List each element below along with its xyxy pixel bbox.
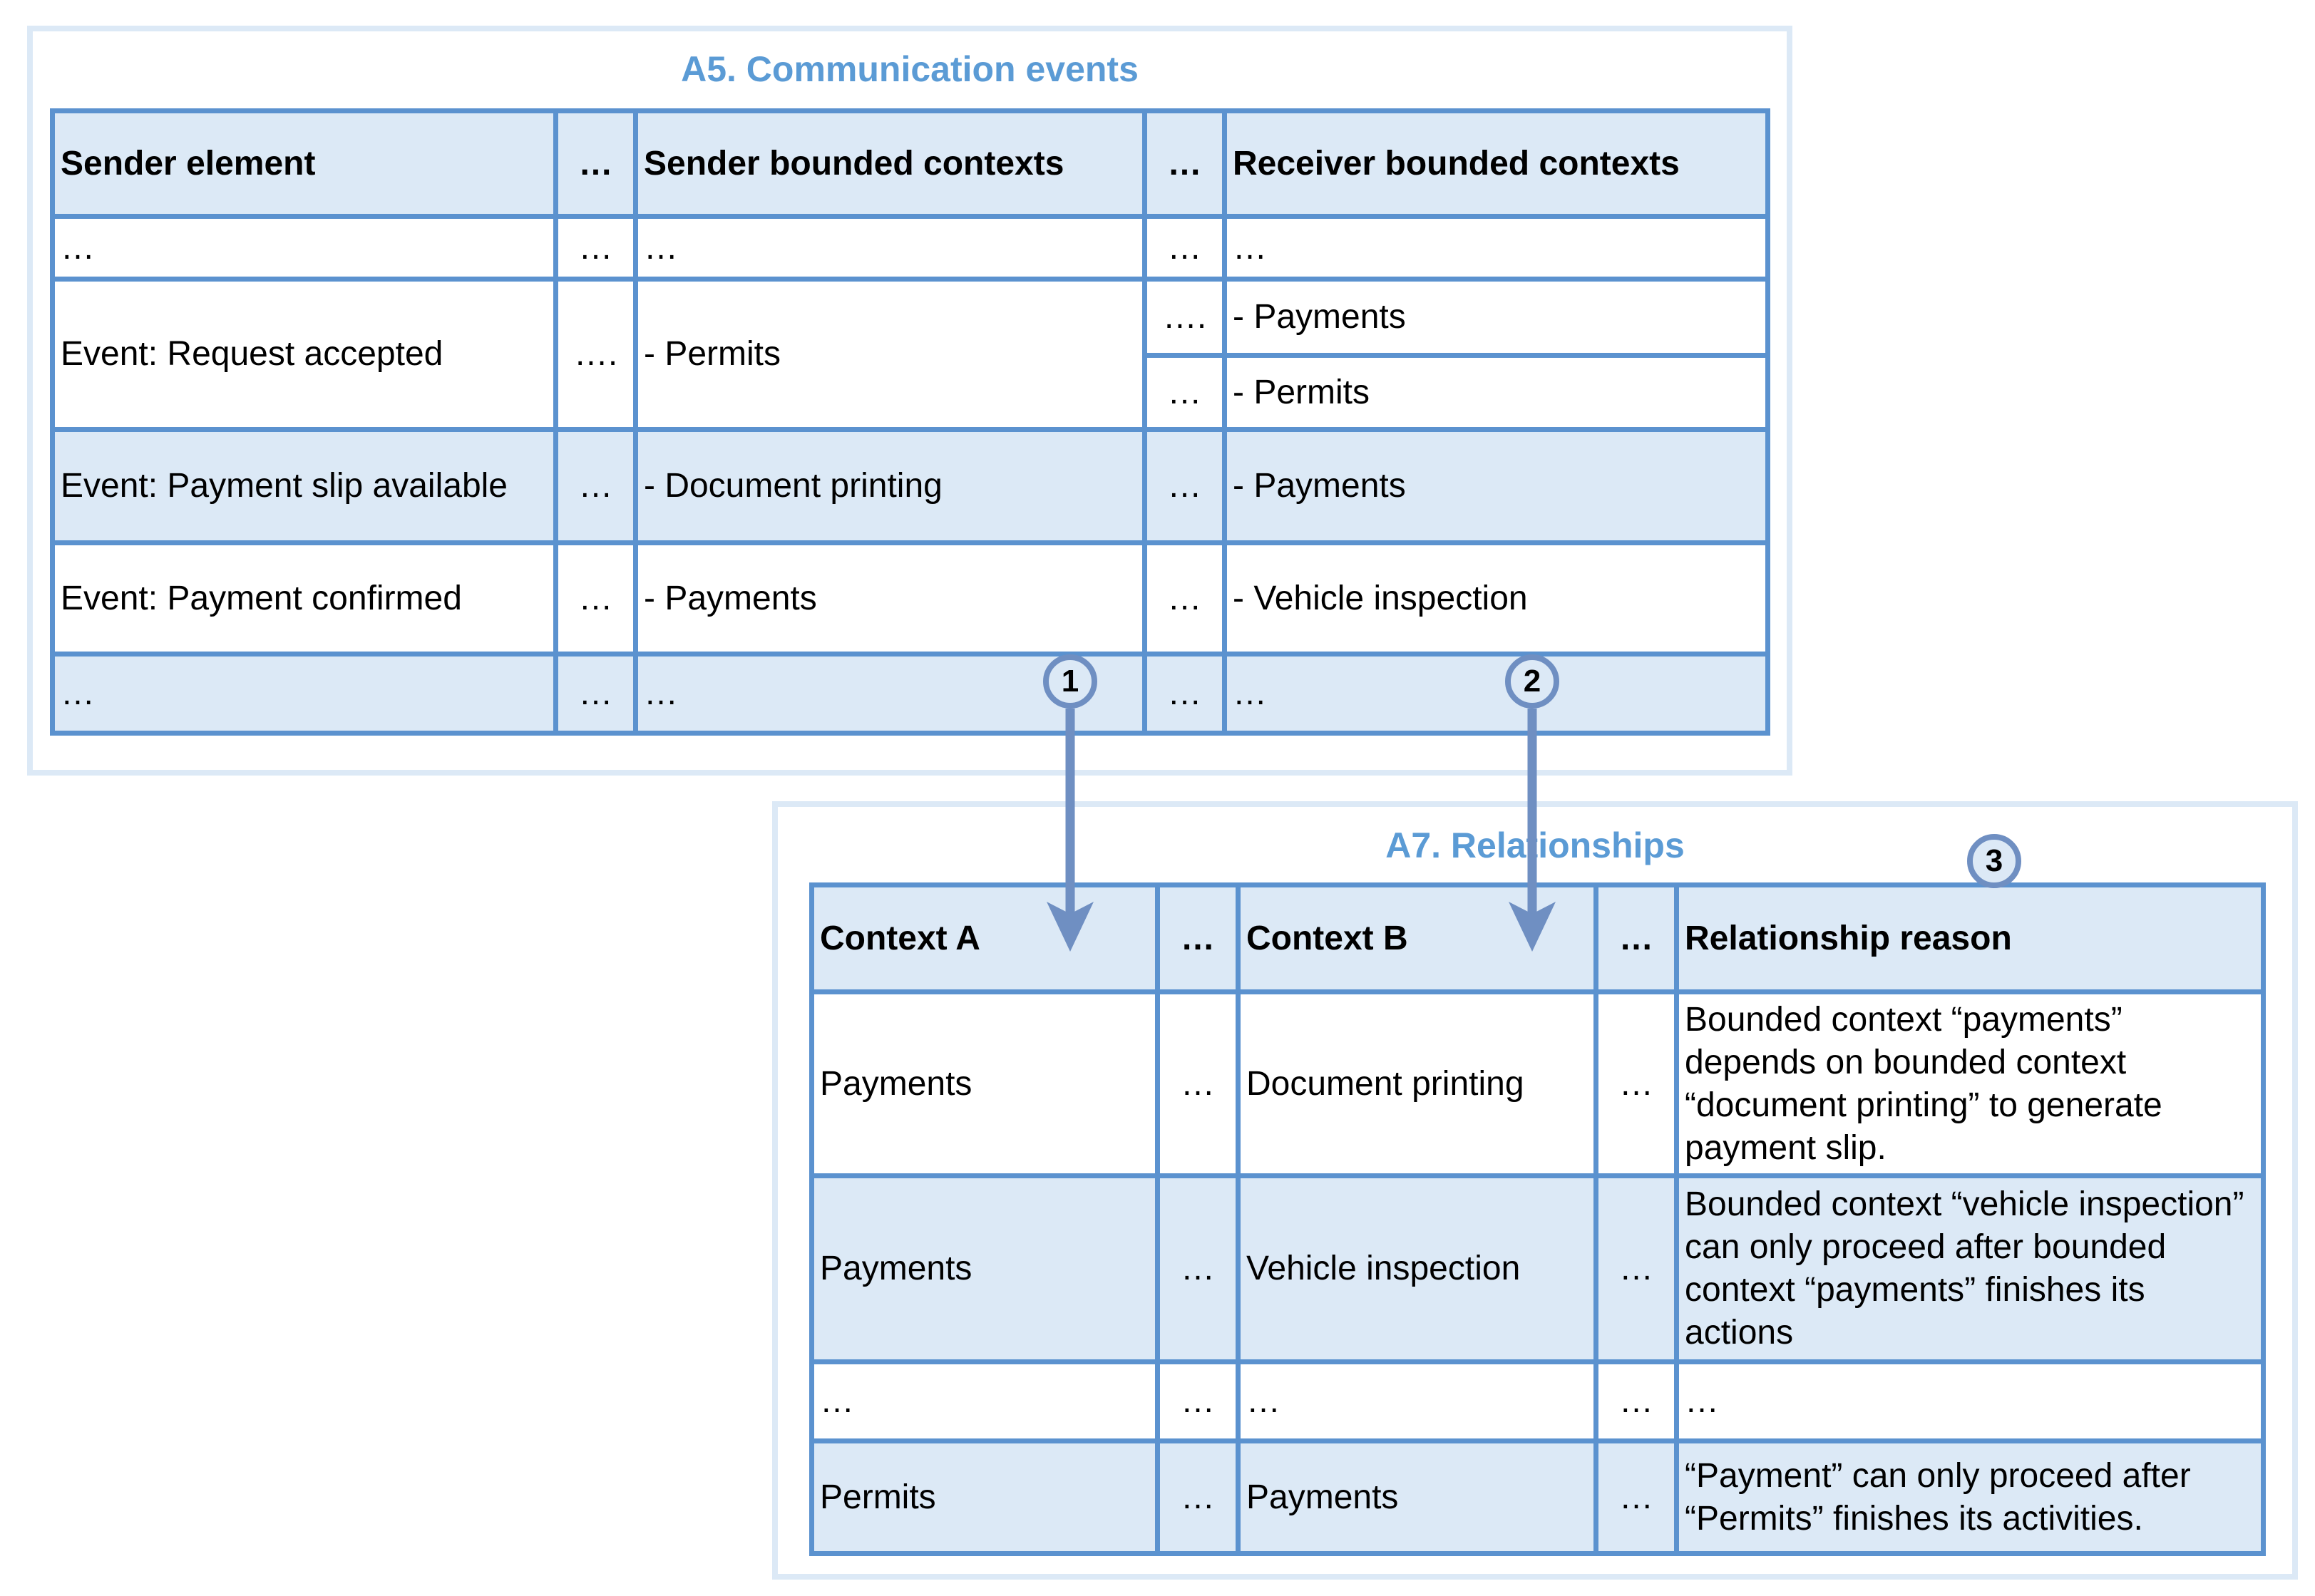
a7-cell: … (1155, 1438, 1241, 1556)
a7-cell: … (1236, 1359, 1598, 1443)
a5-cell: … (553, 652, 638, 736)
a5-cell: … (1222, 652, 1770, 736)
a5-header-ellipsis-2: … (1142, 108, 1227, 219)
badge-2: 2 (1505, 654, 1559, 709)
a5-cell: … (1142, 540, 1227, 657)
a5-sender-ctx-document-printing: - Document printing (633, 427, 1147, 545)
a7-cell: … (1674, 1359, 2266, 1443)
a7-context-b: Payments (1236, 1438, 1598, 1556)
a5-cell: … (1142, 652, 1227, 736)
a5-receiver-vehicle-inspection: - Vehicle inspection (1222, 540, 1770, 657)
arrow-2-head (1509, 902, 1556, 952)
a7-header-ellipsis-2: … (1593, 882, 1679, 994)
a7-cell: … (809, 1359, 1160, 1443)
a7-relationship-reason: Bounded context “vehicle inspection” can… (1674, 1173, 2266, 1364)
a5-cell: … (553, 540, 638, 657)
a7-context-a: Permits (809, 1438, 1160, 1556)
a5-sender-payment-slip: Event: Payment slip available (50, 427, 558, 545)
a5-sender-ctx-payments: - Payments (633, 540, 1147, 657)
a5-sender-payment-confirmed: Event: Payment confirmed (50, 540, 558, 657)
a5-sender-request-accepted: Event: Request accepted (50, 277, 558, 432)
a7-relationship-reason: Bounded context “payments” depends on bo… (1674, 989, 2266, 1178)
badge-1: 1 (1043, 654, 1097, 709)
a5-header-receiver-contexts: Receiver bounded contexts (1222, 108, 1770, 219)
a5-header-sender-contexts: Sender bounded contexts (633, 108, 1147, 219)
a5-cell: … (553, 214, 638, 282)
arrow-1-head (1047, 902, 1094, 952)
badge-3: 3 (1967, 834, 2021, 888)
a5-cell: … (633, 214, 1147, 282)
a5-title: A5. Communication events (681, 49, 1139, 89)
a7-relationship-reason: “Payment” can only proceed after “Permit… (1674, 1438, 2266, 1556)
a5-cell: … (50, 652, 558, 736)
